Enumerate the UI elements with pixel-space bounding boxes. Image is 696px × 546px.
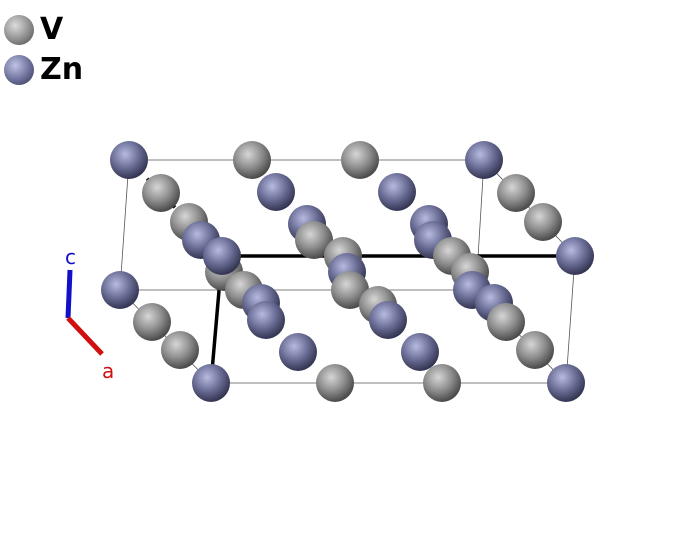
legend-label-v: V [40,12,64,47]
vanadium-atom[interactable] [341,141,379,179]
zinc-swatch-icon [4,55,34,85]
zinc-atom[interactable] [401,333,439,371]
legend-label-zn: Zn [40,52,84,87]
vanadium-atom[interactable] [423,364,461,402]
a-axis-line [66,316,104,356]
cell-edge [119,159,130,291]
zinc-atom[interactable] [101,271,139,309]
vanadium-atom[interactable] [497,174,535,212]
zinc-atom[interactable] [110,141,148,179]
zinc-atom[interactable] [257,173,295,211]
vanadium-atom[interactable] [233,141,271,179]
vanadium-atom[interactable] [295,221,333,259]
zinc-atom[interactable] [547,364,585,402]
zinc-atom[interactable] [378,173,416,211]
vanadium-atom[interactable] [487,303,525,341]
vanadium-atom[interactable] [161,331,199,369]
zinc-atom[interactable] [465,141,503,179]
axis-indicator: c a [65,245,114,383]
zinc-atom[interactable] [556,237,594,275]
vanadium-atom[interactable] [316,364,354,402]
c-axis-line [65,269,73,319]
zinc-atom[interactable] [247,301,285,339]
a-axis-label: a [102,359,114,383]
cell-edge [119,289,212,384]
zinc-atom[interactable] [203,237,241,275]
vanadium-atom[interactable] [516,331,554,369]
vanadium-atom[interactable] [133,303,171,341]
zinc-atom[interactable] [279,333,317,371]
vanadium-atom[interactable] [331,271,369,309]
vanadium-atom[interactable] [524,203,562,241]
zinc-atom[interactable] [369,301,407,339]
legend: V Zn [4,10,83,90]
vanadium-atom[interactable] [142,174,180,212]
vanadium-swatch-icon [4,15,34,45]
cell-edge [565,255,576,384]
atoms [101,141,594,402]
zinc-atom[interactable] [192,364,230,402]
legend-item-v: V [4,10,83,50]
c-axis-label: c [65,245,76,269]
legend-item-zn: Zn [4,50,83,90]
cell-edge [483,159,576,257]
